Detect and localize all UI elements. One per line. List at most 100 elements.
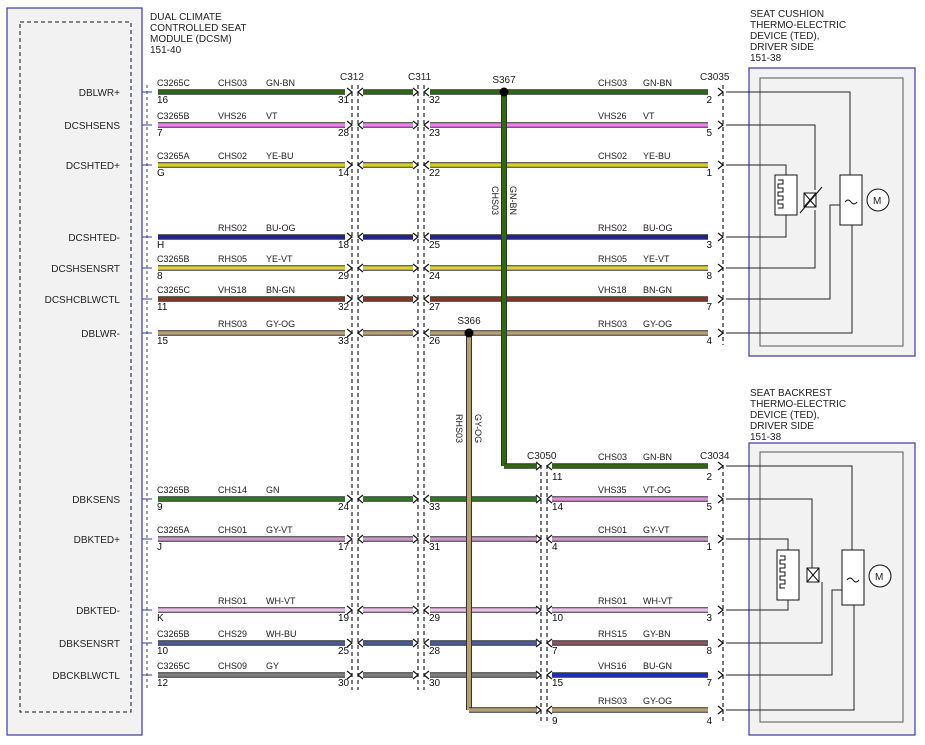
cushion-int-ted-minus bbox=[760, 215, 787, 238]
pin-end-4: 8 bbox=[706, 271, 712, 282]
arrow-c312b-7 bbox=[357, 494, 364, 504]
backrest-motor-icon bbox=[868, 564, 892, 588]
branch-bottom-pin3050: 9 bbox=[552, 716, 558, 727]
pin-left-9: K bbox=[157, 613, 164, 624]
wire-right-color-1: VT bbox=[643, 111, 655, 121]
circuit-name-0: DBLWR+ bbox=[79, 88, 120, 99]
arrow-c3050b-8 bbox=[546, 534, 553, 544]
backrest-int-blwctl bbox=[760, 589, 842, 676]
pin-c311-9: 29 bbox=[429, 613, 441, 624]
arrow-c312b-8 bbox=[357, 534, 364, 544]
pin-end-6: 4 bbox=[706, 336, 712, 347]
wire-left-id-1: VHS26 bbox=[218, 111, 247, 121]
wire-left-color-9: WH-VT bbox=[266, 596, 296, 606]
wire-right-id-1: VHS26 bbox=[598, 111, 627, 121]
arrow-c312b-3 bbox=[357, 232, 364, 242]
arrow-c312b-0 bbox=[357, 87, 364, 97]
cushion-int-ted-plus bbox=[760, 164, 787, 175]
circuit-name-3: DCSHTED- bbox=[68, 233, 120, 244]
backrest-motor-label: M bbox=[875, 572, 883, 583]
arrow-c3050-9 bbox=[535, 605, 542, 615]
pin-c312-0: 31 bbox=[338, 95, 350, 106]
wire-right-color-9: WH-VT bbox=[643, 596, 673, 606]
pin-c311-3: 25 bbox=[429, 240, 441, 251]
circuit-name-4: DCSHSENSRT bbox=[51, 264, 120, 275]
arrow-end-0 bbox=[717, 87, 724, 97]
wire-right-id-2: CHS02 bbox=[598, 151, 627, 161]
branch-bottom-wire-color: GY-OG bbox=[643, 696, 672, 706]
arrow-c3050-8 bbox=[535, 534, 542, 544]
wire-left-id-5: VHS18 bbox=[218, 285, 247, 295]
arrow-c312-1 bbox=[346, 120, 353, 130]
arrow-c312-10 bbox=[346, 638, 353, 648]
circuit-name-1: DCSHSENS bbox=[64, 121, 120, 132]
pin-c312-9: 19 bbox=[338, 613, 350, 624]
pin-c312-1: 28 bbox=[338, 128, 350, 139]
splice-s367-wire-id: CHS03 bbox=[490, 186, 500, 215]
backrest-int-sensrt bbox=[760, 582, 823, 644]
branch-top-wire-color: GN-BN bbox=[643, 452, 672, 462]
pin-end-10: 8 bbox=[706, 646, 712, 657]
backrest-title-2: THERMO-ELECTRIC bbox=[750, 399, 846, 410]
backrest-int-top bbox=[760, 465, 853, 550]
arrow-c311b-4 bbox=[423, 263, 430, 273]
arrow-c312-11 bbox=[346, 670, 353, 680]
conn-left-11: C3265C bbox=[157, 661, 191, 671]
wire-left-color-6: GY-OG bbox=[266, 319, 295, 329]
conn-left-7: C3265B bbox=[157, 485, 190, 495]
arrow-end-11 bbox=[717, 670, 724, 680]
pin-c311-6: 26 bbox=[429, 336, 441, 347]
backrest-int-bot bbox=[760, 605, 855, 711]
pin-end-9: 3 bbox=[706, 613, 712, 624]
arrow-c312-0 bbox=[346, 87, 353, 97]
wire-right-color-11: BU-GN bbox=[643, 661, 672, 671]
pin-left-10: 10 bbox=[157, 646, 169, 657]
conn-left-0: C3265C bbox=[157, 78, 191, 88]
branch-top-wire-id: CHS03 bbox=[598, 452, 627, 462]
splice-dot-1 bbox=[464, 328, 474, 338]
wire-left-id-0: CHS03 bbox=[218, 78, 247, 88]
wire-right-id-9: RHS01 bbox=[598, 596, 627, 606]
pin-c311-2: 22 bbox=[429, 168, 441, 179]
circuit-name-7: DBKSENS bbox=[72, 495, 120, 506]
circuit-name-2: DCSHTED+ bbox=[66, 161, 120, 172]
wires-layer bbox=[142, 87, 724, 715]
pin-left-0: 16 bbox=[157, 95, 169, 106]
dcsm-module-inner bbox=[19, 21, 132, 713]
wire-left-id-10: CHS29 bbox=[218, 629, 247, 639]
arrow-c312b-10 bbox=[357, 638, 364, 648]
conn-left-10: C3265B bbox=[157, 629, 190, 639]
arrow-end-top bbox=[717, 461, 724, 471]
pin-c312-6: 33 bbox=[338, 336, 350, 347]
wire-right-id-7: VHS35 bbox=[598, 485, 627, 495]
wire-right-color-0: GN-BN bbox=[643, 78, 672, 88]
arrow-c3050-top bbox=[535, 461, 542, 471]
pin-left-5: 11 bbox=[157, 302, 168, 313]
cushion-motor-icon bbox=[866, 188, 890, 212]
wire-right-color-10: GY-BN bbox=[643, 629, 671, 639]
arrow-c311-0 bbox=[412, 87, 419, 97]
pin-c312-5: 32 bbox=[338, 302, 350, 313]
arrow-c3050b-10 bbox=[546, 638, 553, 648]
pin-c311-7: 33 bbox=[429, 502, 441, 513]
conn-left-4: C3265B bbox=[157, 254, 190, 264]
wire-left-color-1: VT bbox=[266, 111, 278, 121]
splice-s367-wire-color: GN-BN bbox=[508, 186, 518, 215]
wire-left-color-3: BU-OG bbox=[266, 223, 296, 233]
wire-left-id-4: RHS05 bbox=[218, 254, 247, 264]
wire-left-color-8: GY-VT bbox=[266, 525, 293, 535]
pin-end-8: 1 bbox=[706, 542, 712, 553]
pin-c311-8: 31 bbox=[429, 542, 441, 553]
pin-end-5: 7 bbox=[706, 302, 712, 313]
wire-left-color-2: YE-BU bbox=[266, 151, 294, 161]
arrow-c311b-7 bbox=[423, 494, 430, 504]
arrow-c312-3 bbox=[346, 232, 353, 242]
wire-left-id-9: RHS01 bbox=[218, 596, 247, 606]
arrow-c3050b-7 bbox=[546, 494, 553, 504]
splice-dot-0 bbox=[499, 87, 509, 97]
wire-left-id-8: CHS01 bbox=[218, 525, 247, 535]
wire-left-id-7: CHS14 bbox=[218, 485, 247, 495]
arrow-c311b-11 bbox=[423, 670, 430, 680]
